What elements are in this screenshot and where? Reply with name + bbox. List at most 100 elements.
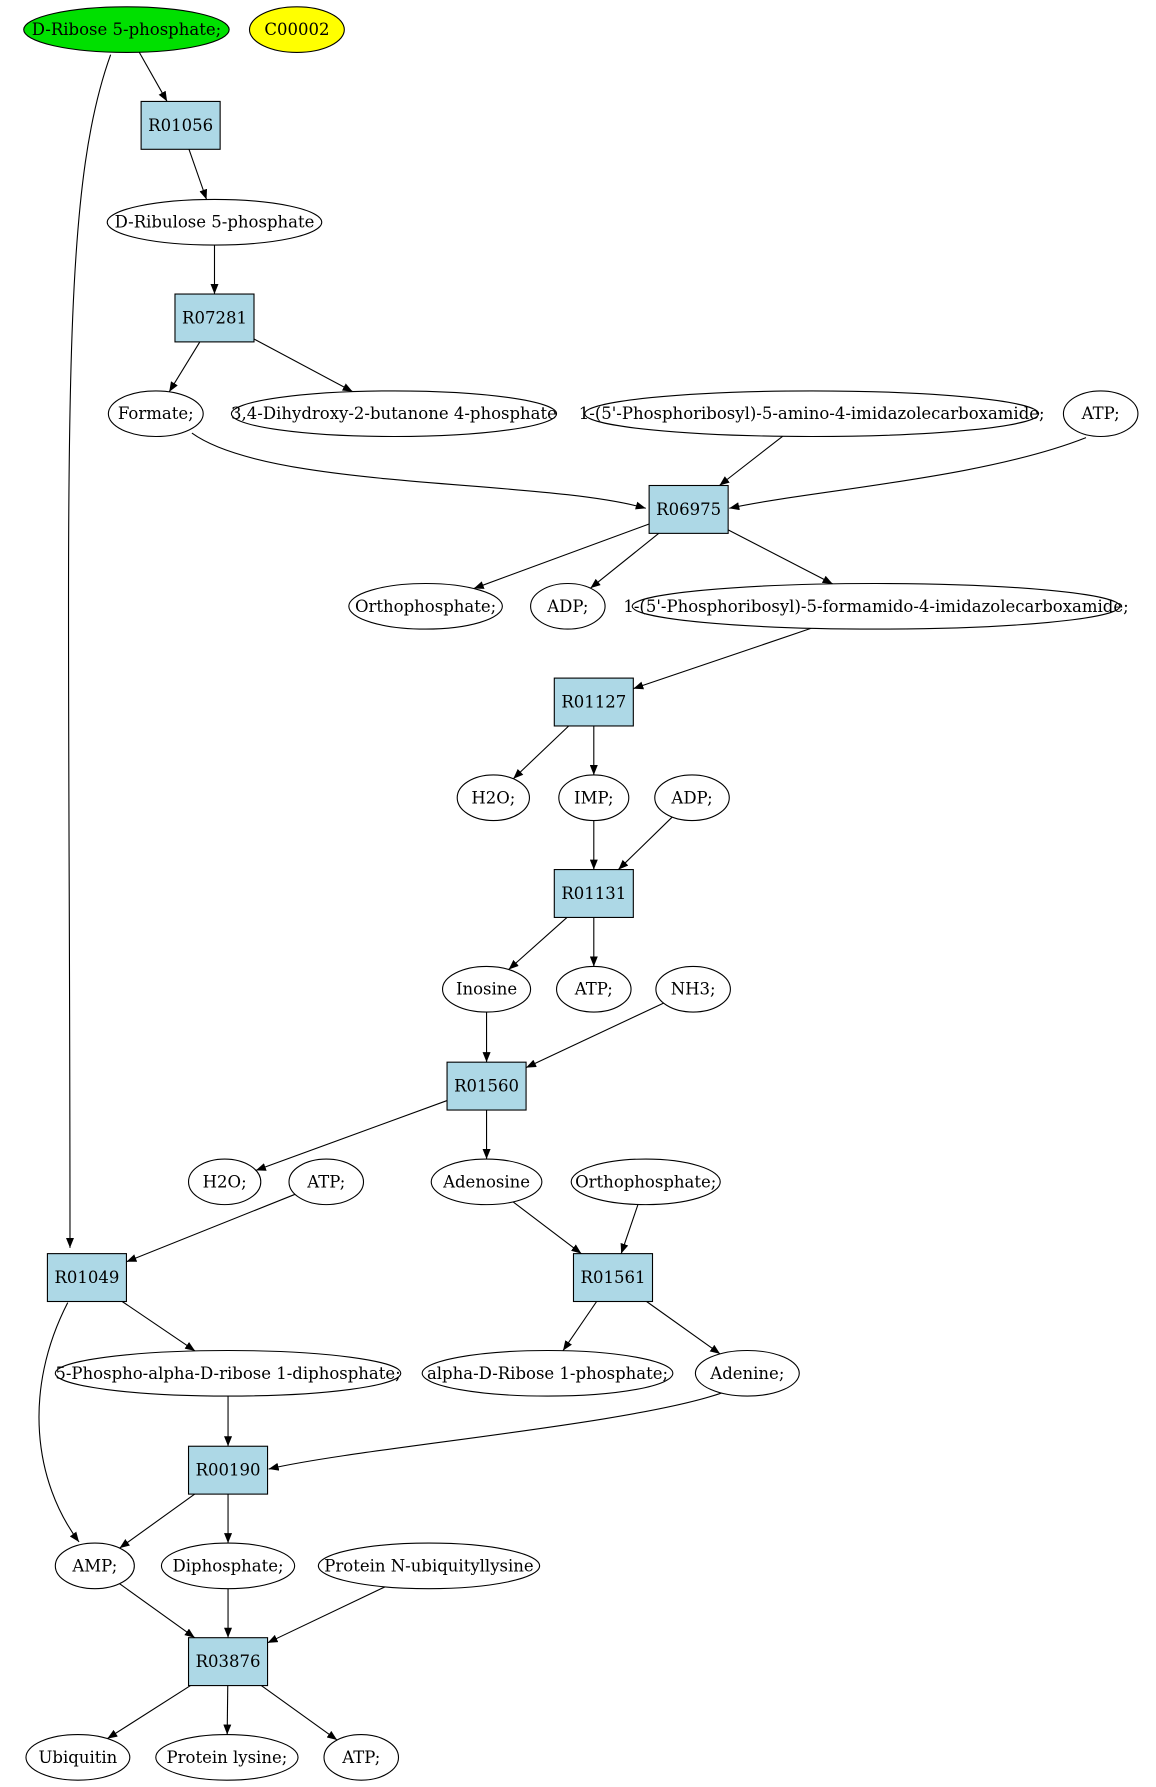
reaction-node-r_R01131[interactable]: R01131: [553, 869, 634, 918]
compound-node-c_adenine[interactable]: Adenine;: [694, 1349, 800, 1397]
reaction-node-r_R01561[interactable]: R01561: [572, 1253, 654, 1303]
node-label: Protein N-ubiquityllysine: [324, 1556, 533, 1575]
edge-c_ribose5p-to-r_R01049: [65, 54, 112, 1248]
compound-node-c_aicar[interactable]: 1-(5'-Phosphoribosyl)-5-amino-4-imidazol…: [579, 390, 1045, 438]
edge-r_R01561-to-c_adenine: [646, 1301, 721, 1355]
edge-r_R01049-to-c_amp: [38, 1302, 80, 1543]
compound-ellipse: [556, 965, 632, 1013]
reaction-box: [140, 100, 221, 150]
node-label: Adenine;: [709, 1364, 784, 1383]
node-label: Diphosphate;: [173, 1556, 284, 1575]
edge-c_nh3-to-r_R01560: [525, 1002, 664, 1069]
compound-ellipse: [187, 1158, 262, 1206]
compound-node-c_amp[interactable]: AMP;: [54, 1542, 135, 1590]
node-label: C00002: [264, 20, 329, 39]
edge-r_R01561-to-c_r1p: [562, 1301, 598, 1351]
compound-node-c_prpp[interactable]: 5-Phospho-alpha-D-ribose 1-diphosphate;: [54, 1349, 402, 1397]
node-label: alpha-D-Ribose 1-phosphate;: [427, 1364, 668, 1383]
reaction-node-r_R01049[interactable]: R01049: [46, 1253, 127, 1303]
reaction-box: [46, 1253, 127, 1303]
compound-ellipse: [1062, 390, 1139, 438]
node-label: R01056: [148, 116, 213, 135]
compound-node-c_imp[interactable]: IMP;: [558, 774, 630, 822]
node-label: ADP;: [670, 788, 712, 807]
reaction-box: [187, 1445, 269, 1495]
compound-node-c_ribulose5p[interactable]: D-Ribulose 5-phosphate: [106, 198, 323, 246]
compound-node-c_adp2[interactable]: ADP;: [654, 774, 730, 822]
compound-node-c_atp4[interactable]: ATP;: [323, 1734, 400, 1781]
node-label: IMP;: [574, 788, 614, 807]
node-label: AMP;: [71, 1556, 117, 1575]
compound-node-c_protub[interactable]: Protein N-ubiquityllysine: [317, 1542, 541, 1590]
edge-c_faicar-to-r_R01127: [633, 627, 812, 690]
compound-node-c_pi1[interactable]: Orthophosphate;: [348, 582, 503, 630]
compound-node-c_h2o2[interactable]: H2O;: [187, 1158, 262, 1206]
compound-node-c_inosine[interactable]: Inosine: [441, 965, 532, 1013]
reaction-node-r_R00190[interactable]: R00190: [187, 1445, 269, 1495]
node-label: ATP;: [1081, 404, 1120, 423]
compound-ellipse: [107, 390, 204, 438]
compound-ellipse: [694, 1349, 800, 1397]
compound-ellipse: [23, 6, 230, 53]
compound-ellipse: [288, 1158, 365, 1206]
compound-node-c_nh3[interactable]: NH3;: [655, 965, 731, 1013]
node-label: ADP;: [546, 597, 588, 616]
reaction-node-r_R01560[interactable]: R01560: [446, 1061, 527, 1111]
node-label: R01561: [581, 1268, 646, 1287]
reaction-node-r_R01127[interactable]: R01127: [553, 677, 634, 727]
edge-r_R03876-to-c_ubiquitin: [107, 1685, 191, 1740]
compound-ellipse: [456, 774, 531, 822]
edge-r_R06975-to-c_adp1: [590, 532, 660, 589]
compound-node-c_atp3[interactable]: ATP;: [288, 1158, 365, 1206]
compound-ellipse: [655, 965, 731, 1013]
compound-node-c_ppi[interactable]: Diphosphate;: [160, 1542, 296, 1590]
compound-node-c_dhbp[interactable]: 3,4-Dihydroxy-2-butanone 4-phosphate: [230, 390, 558, 438]
compound-node-c_h2o1[interactable]: H2O;: [456, 774, 531, 822]
edge-r_R00190-to-c_amp: [119, 1493, 196, 1549]
edge-r_R07281-to-c_formate: [168, 341, 201, 393]
compound-node-c_c00002[interactable]: C00002: [248, 6, 345, 53]
compound-ellipse: [25, 1734, 131, 1781]
reaction-box: [648, 484, 729, 534]
reaction-box: [572, 1253, 654, 1303]
compound-node-c_atp1[interactable]: ATP;: [1062, 390, 1139, 438]
compound-ellipse: [54, 1349, 402, 1397]
reaction-node-r_R06975[interactable]: R06975: [648, 484, 729, 534]
node-label: Formate;: [118, 404, 194, 423]
compound-node-c_formate[interactable]: Formate;: [107, 390, 204, 438]
edge-c_pi2-to-r_R01561: [620, 1204, 639, 1254]
edges-layer: [38, 51, 1087, 1741]
node-label: D-Ribose 5-phosphate;: [32, 20, 221, 39]
compound-node-c_atp2[interactable]: ATP;: [556, 965, 632, 1013]
compound-ellipse: [441, 965, 532, 1013]
node-label: H2O;: [471, 788, 515, 807]
compound-node-c_pi2[interactable]: Orthophosphate;: [570, 1158, 721, 1206]
reaction-box: [187, 1637, 269, 1687]
node-label: Adenosine: [442, 1172, 530, 1191]
reaction-node-r_R07281[interactable]: R07281: [174, 293, 255, 343]
node-label: R01560: [454, 1077, 519, 1096]
compound-node-c_ribose5p[interactable]: D-Ribose 5-phosphate;: [23, 6, 230, 53]
reaction-node-r_R03876[interactable]: R03876: [187, 1637, 269, 1687]
edge-r_R03876-to-c_protlys: [223, 1685, 232, 1735]
edge-c_adp2-to-r_R01131: [617, 816, 673, 870]
compound-node-c_protlys[interactable]: Protein lysine;: [155, 1734, 299, 1781]
compound-node-c_ubiquitin[interactable]: Ubiquitin: [25, 1734, 131, 1781]
compound-node-c_r1p[interactable]: alpha-D-Ribose 1-phosphate;: [421, 1349, 674, 1397]
node-label: 5-Phospho-alpha-D-ribose 1-diphosphate;: [55, 1364, 400, 1383]
node-label: R00190: [196, 1461, 261, 1480]
node-label: Ubiquitin: [39, 1748, 118, 1767]
compound-ellipse: [54, 1542, 135, 1590]
edge-c_atp3-to-r_R01049: [126, 1193, 296, 1263]
compound-node-c_adenosine[interactable]: Adenosine: [430, 1158, 543, 1206]
node-label: ATP;: [306, 1172, 345, 1191]
compound-ellipse: [248, 6, 345, 53]
reaction-box: [174, 293, 255, 343]
node-label: NH3;: [671, 980, 716, 999]
compound-node-c_faicar[interactable]: 1-(5'-Phosphoribosyl)-5-formamido-4-imid…: [623, 582, 1129, 630]
reaction-node-r_R01056[interactable]: R01056: [140, 100, 221, 150]
edge-c_atp1-to-r_R06975: [729, 437, 1087, 511]
compound-node-c_adp1[interactable]: ADP;: [530, 582, 606, 630]
compound-ellipse: [631, 582, 1121, 630]
